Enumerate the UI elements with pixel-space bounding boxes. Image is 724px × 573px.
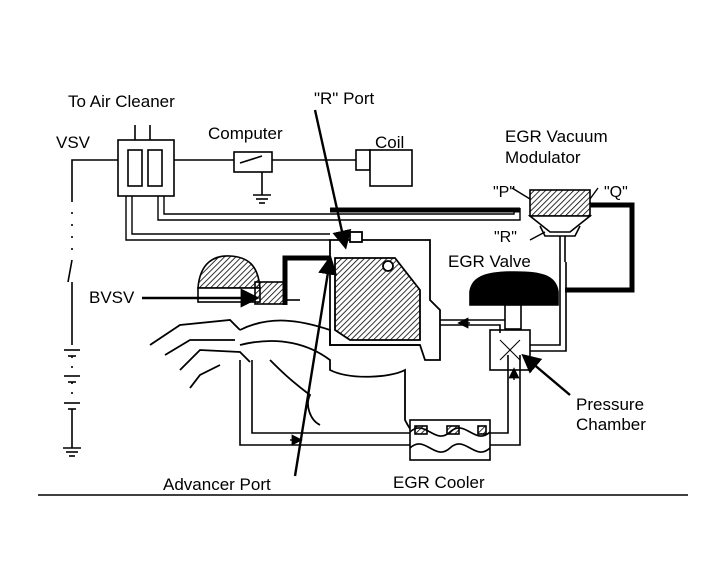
egr-cooler <box>409 419 491 461</box>
carburetor-block <box>329 231 441 361</box>
battery-circuit <box>63 159 118 457</box>
to-air-cleaner-label: To Air Cleaner <box>68 92 175 111</box>
egr-valve <box>469 271 559 345</box>
r-port-modulator-label: "R" <box>494 229 517 246</box>
coil-label: Coil <box>375 133 405 152</box>
r-port-label: "R" Port <box>314 89 375 108</box>
computer-label: Computer <box>208 124 283 143</box>
q-port-label: "Q" <box>604 184 628 201</box>
advancer-port-label: Advancer Port <box>163 475 271 494</box>
egr-vacuum-modulator <box>527 189 593 262</box>
egr-vacuum-modulator-label-line1: EGR Vacuum <box>505 127 608 146</box>
flow-arrows <box>290 317 520 446</box>
bvsv-label: BVSV <box>89 288 135 307</box>
coil <box>355 149 413 187</box>
leader-lines <box>142 109 599 477</box>
egr-valve-label: EGR Valve <box>448 252 531 271</box>
vsv-vacuum-hoses <box>125 196 521 241</box>
vsv-valve <box>117 125 175 197</box>
egr-pipe-loop <box>239 262 567 446</box>
p-port-label: "P" <box>493 184 516 201</box>
vsv-label: VSV <box>56 133 91 152</box>
pressure-chamber-label-line1: Pressure <box>576 395 645 414</box>
pressure-chamber-label-line2: Chamber <box>576 415 646 434</box>
egr-vacuum-modulator-label-line2: Modulator <box>505 148 581 167</box>
computer-switch <box>174 151 356 204</box>
pressure-chamber <box>489 329 531 371</box>
egr-cooler-label: EGR Cooler <box>393 473 485 492</box>
